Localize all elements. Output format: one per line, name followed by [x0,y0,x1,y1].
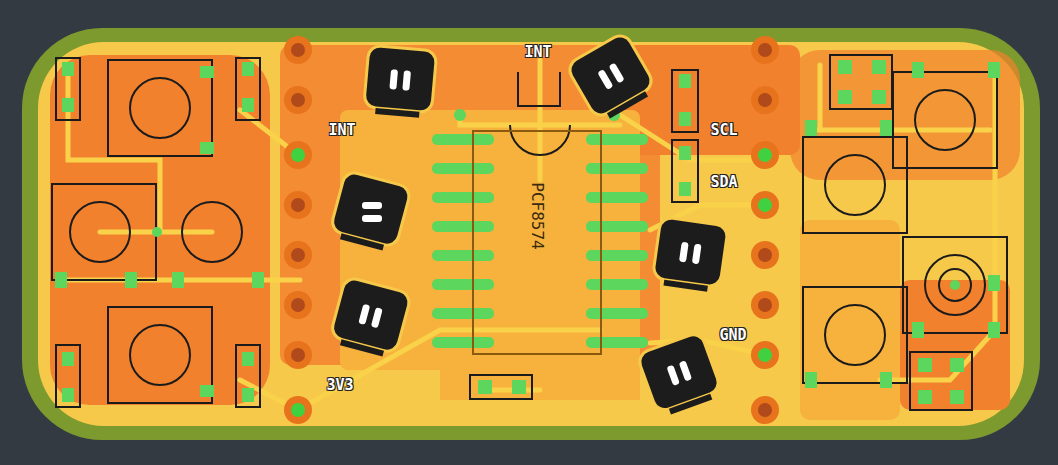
pin-label: GND [719,328,746,343]
board-edge [22,28,1040,440]
button [52,60,1007,403]
sensor-icon [328,32,728,419]
part-outline [56,55,972,410]
pin-label: INT [328,123,355,138]
chip-outline: PCF8574 [472,130,602,355]
pin-label: 3V3 [326,378,353,393]
pin-label: SDA [710,175,737,190]
chip-pin [432,134,648,348]
trace [60,60,995,410]
copper-fill [340,110,900,420]
header-pad [284,36,779,424]
pin-label: INT [524,45,551,60]
smd-pad [55,60,1000,404]
board [38,42,1024,426]
pin-label: SCL [710,123,737,138]
chip-name: PCF8574 [529,182,545,249]
